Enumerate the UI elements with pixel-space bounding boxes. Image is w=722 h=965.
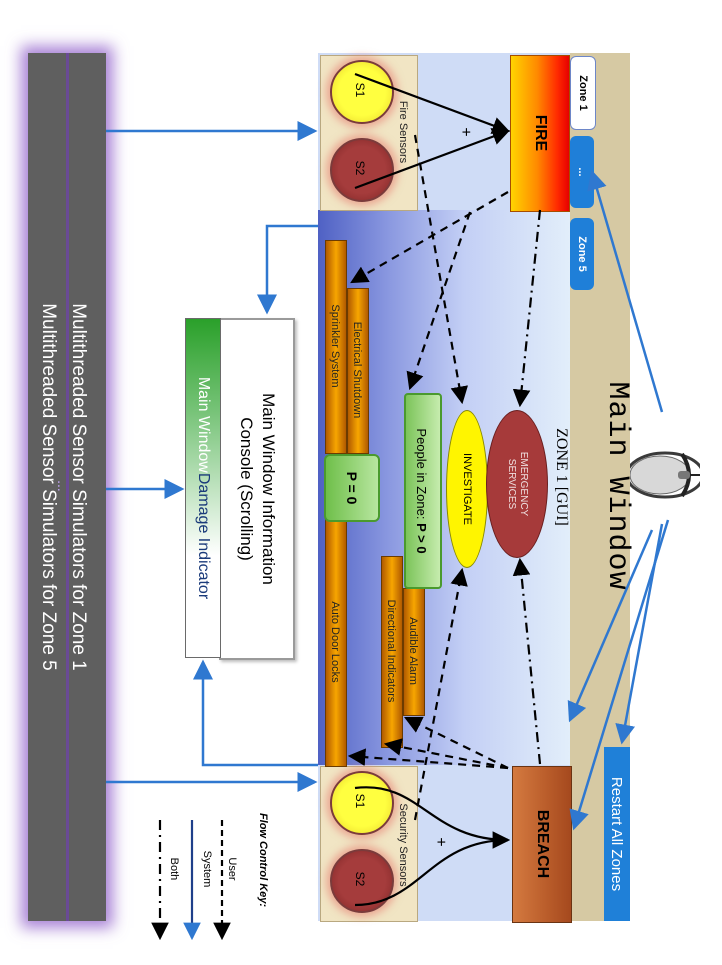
information-console: Main Window Information Console (Scrolli… (219, 318, 295, 660)
key-arrows (151, 820, 231, 941)
both-arrows (512, 209, 542, 765)
security-sensor-s1 (330, 771, 394, 835)
system-arrows (106, 121, 670, 831)
user-arrows (354, 72, 511, 907)
dashed-arrows (347, 134, 509, 821)
computer-mouse-icon (630, 451, 700, 499)
no-people-condition: P = 0 (324, 454, 380, 522)
tab-zone-5[interactable]: Zone 5 (570, 218, 594, 290)
breach-event-box: BREACH (512, 766, 572, 923)
simulators-divider (66, 53, 69, 921)
fire-sensor-s1 (330, 60, 394, 124)
sprinkler-system-bar (325, 240, 347, 454)
electrical-shutdown-bar (347, 288, 369, 454)
security-sensor-s2 (330, 849, 394, 913)
tab-zone-1[interactable]: Zone 1 (570, 56, 596, 130)
people-in-zone-condition: People in Zone: P > 0 (404, 393, 442, 589)
damage-indicator: Main Window Damage Indicator (185, 318, 221, 658)
emergency-services-node: EMERGENCY SERVICES (486, 410, 548, 558)
fire-event-box: FIRE (510, 55, 570, 212)
sensor-simulators-bar (28, 53, 106, 921)
restart-all-zones-button[interactable]: Restart All Zones (604, 747, 630, 921)
fire-sensor-s2 (330, 138, 394, 202)
